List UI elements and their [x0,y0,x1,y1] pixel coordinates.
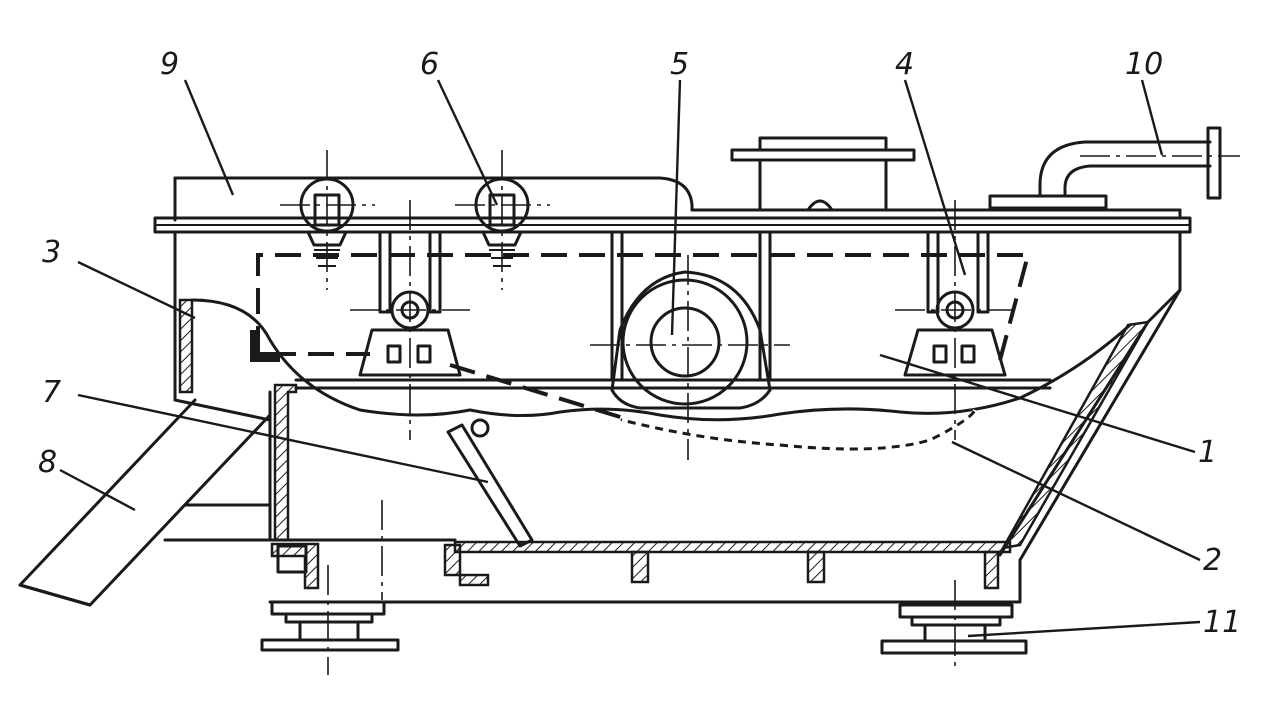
baffle-plate [446,418,534,548]
fluidizing-plate [620,408,977,451]
label-11: 11 [1203,605,1241,640]
vibrator-motor [590,255,790,460]
base-foot-left [260,500,400,675]
base-foot-right [880,580,1028,670]
spring-support-right [895,200,1015,440]
label-5: 5 [670,47,689,82]
label-9: 9 [160,47,179,82]
spring-support-left [350,200,470,440]
label-8: 8 [38,445,57,480]
top-flange [730,136,916,212]
lifting-eye-right [455,150,550,290]
label-2: 2 [1203,543,1222,578]
leader-lines [59,79,1201,638]
screen-outline-dashed [256,253,1031,422]
lifting-eye-left [280,150,375,290]
label-1: 1 [1198,435,1217,470]
cutaway-line [468,323,1132,422]
label-3: 3 [42,235,61,270]
corner-block [250,330,280,362]
left-wall [178,298,472,542]
outlet-chute [18,398,272,607]
label-10: 10 [1125,47,1163,82]
exhaust-pipe [988,126,1240,210]
label-4: 4 [895,47,914,82]
label-7: 7 [42,375,61,410]
part-labels: 9 6 5 4 10 3 7 8 1 2 11 [38,47,1241,640]
label-6: 6 [420,47,439,82]
